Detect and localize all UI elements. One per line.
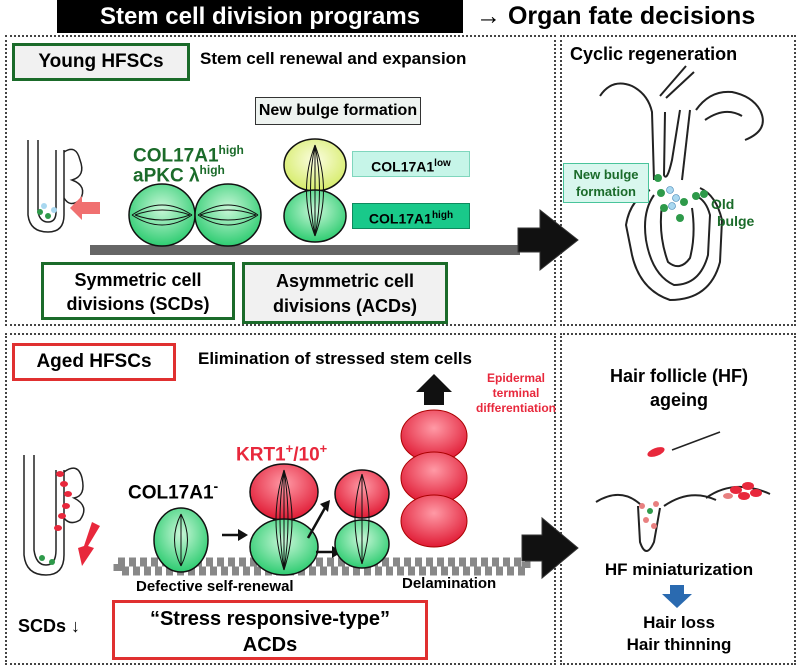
acd-line2: divisions (ACDs) xyxy=(272,296,418,316)
delamination-label: Delamination xyxy=(402,575,497,592)
ageing-panel xyxy=(560,333,796,665)
col17-high-sup: high xyxy=(218,143,244,157)
cyclic-follicle-illustration xyxy=(599,65,764,302)
new-bulge-line2: formation xyxy=(576,184,636,199)
stress-line2: ACDs xyxy=(242,634,298,656)
cyclic-bulge-dots xyxy=(654,174,708,222)
col17-high-box: COL17A1high xyxy=(352,203,470,229)
defective-self-renewal-label: Defective self-renewal xyxy=(136,578,294,595)
scd-line1: Symmetric cell xyxy=(74,270,202,290)
col17-negative-label: COL17A1- xyxy=(128,478,218,504)
apkc-label: aPKC λhigh xyxy=(133,163,225,187)
col17-neg-text: COL17A1 xyxy=(128,482,214,504)
hf-ageing-line1: Hair follicle (HF) xyxy=(609,366,748,386)
col17-low-box: COL17A1low xyxy=(352,151,470,177)
hair-thinning-text: Hair thinning xyxy=(626,635,732,654)
arrowhead-icon xyxy=(320,500,330,512)
apkc-sup: high xyxy=(199,163,225,177)
hf-ageing-line2: ageing xyxy=(649,390,708,410)
up-arrow-icon xyxy=(416,374,452,405)
new-bulge-box: New bulge formation xyxy=(255,97,421,125)
old-bulge-label: Old bulge xyxy=(711,196,754,230)
apkc-text: aPKC λ xyxy=(133,165,200,187)
krt-label: KRT1+/10+ xyxy=(236,441,327,466)
col17-low-text: COL17A1 xyxy=(371,158,435,175)
aged-fate-arrow-icon xyxy=(521,516,579,580)
aged-pointer-arrow-icon xyxy=(78,522,100,566)
terminal-differentiation-column xyxy=(400,409,468,548)
col17-low-sup: low xyxy=(434,158,451,169)
col17-high-label: COL17A1high xyxy=(133,143,244,167)
aged-follicle-sketch xyxy=(23,455,85,576)
hf-ageing-title: Hair follicle (HF) ageing xyxy=(568,364,790,412)
young-fate-arrow-icon xyxy=(517,208,579,272)
col17-neg-sup: - xyxy=(213,478,219,494)
scd-box: Symmetric cell divisions (SCDs) xyxy=(41,262,235,320)
col17-high-text: COL17A1 xyxy=(133,145,219,167)
epi-line1: Epidermal xyxy=(486,371,546,385)
col17-high-box-text: COL17A1 xyxy=(368,210,432,227)
col17-high-box-sup: high xyxy=(431,210,454,221)
new-bulge-line1: New bulge xyxy=(573,167,639,182)
organ-fate-heading: → Organ fate decisions xyxy=(476,2,756,30)
stress-line1: “Stress responsive-type” xyxy=(149,608,391,630)
scd-line2: divisions (SCDs) xyxy=(66,294,210,314)
aged-hfscs-title: Aged HFSCs xyxy=(12,343,176,381)
young-panel xyxy=(5,35,556,326)
aged-dashed-basement xyxy=(113,557,531,576)
young-follicle-sketch xyxy=(27,140,84,233)
old-bulge-line1: Old xyxy=(711,196,735,212)
col17-negative-cell xyxy=(153,507,209,573)
young-pointer-arrow-icon xyxy=(70,196,100,220)
stress-acd-box: “Stress responsive-type” ACDs xyxy=(112,600,428,660)
young-scd-cells xyxy=(128,183,262,247)
epi-line2: terminal xyxy=(492,386,540,400)
krt-dividing-cell xyxy=(249,463,319,576)
old-bulge-line2: bulge xyxy=(717,213,755,229)
new-bulge-formation-label: New bulge formation xyxy=(563,163,649,203)
krt-text: KRT1 xyxy=(236,444,286,466)
aged-subtitle: Elimination of stressed stem cells xyxy=(198,349,472,368)
hair-loss-label: Hair loss Hair thinning xyxy=(568,612,790,656)
epidermal-differentiation-label: Epidermal terminal differentiation xyxy=(466,371,566,416)
young-acd-cells xyxy=(283,138,347,243)
young-hfscs-title: Young HFSCs xyxy=(12,43,190,81)
down-arrow-icon xyxy=(662,585,692,608)
krt-sup1: + xyxy=(285,441,294,456)
program-banner: Stem cell division programs xyxy=(57,0,463,33)
acd-box: Asymmetric cell divisions (ACDs) xyxy=(242,262,448,324)
hf-miniaturization-label: HF miniaturization xyxy=(604,560,754,579)
krt-sup2: + xyxy=(319,441,328,456)
miniaturized-follicle-illustration xyxy=(595,431,771,552)
hair-loss-text: Hair loss xyxy=(643,613,715,632)
scds-decrease-label: SCDs ↓ xyxy=(18,616,81,636)
aged-panel xyxy=(5,333,556,665)
delaminating-cell-pair xyxy=(334,469,390,569)
young-subtitle: Stem cell renewal and expansion xyxy=(200,49,467,68)
young-basement-bar xyxy=(90,245,520,255)
arrowhead-icon xyxy=(238,529,248,541)
epi-line3: differentiation xyxy=(476,401,556,415)
cyclic-panel xyxy=(560,35,796,326)
acd-line1: Asymmetric cell xyxy=(275,271,415,291)
cyclic-title: Cyclic regeneration xyxy=(570,44,738,64)
krt-mid: /10 xyxy=(293,444,320,466)
